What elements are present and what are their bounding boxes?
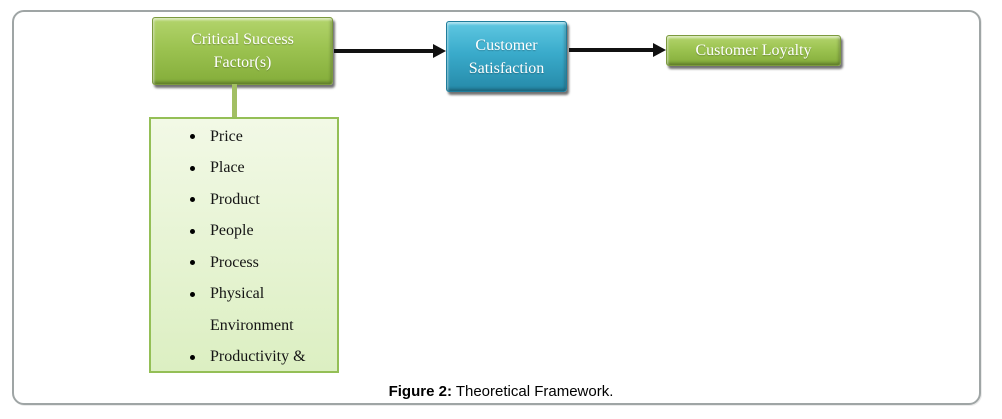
- factor-item: Productivity &: [149, 342, 339, 374]
- factors-list: Price Place Product People Process Physi…: [149, 121, 339, 373]
- customer-loyalty-box: Customer Loyalty: [666, 35, 841, 66]
- bullet-icon: [190, 291, 195, 297]
- factor-item-label: Product: [210, 190, 260, 208]
- factor-item-label: Process: [210, 253, 259, 271]
- factor-item-wrap-line: Environment: [149, 310, 339, 342]
- factor-item-label: Productivity &: [210, 348, 306, 366]
- factor-item: People: [149, 216, 339, 248]
- satisfaction-box-label-line1: Customer: [475, 36, 538, 54]
- csf-box-label-line1: Critical Success: [191, 31, 294, 48]
- factor-item: Process: [149, 247, 339, 279]
- bullet-icon: [190, 134, 195, 140]
- arrow-satisfaction-to-loyalty: [569, 48, 654, 52]
- figure-caption-label: Figure 2:: [388, 383, 452, 400]
- arrow-csf-to-satisfaction: [334, 49, 435, 53]
- factor-item-label: Physical: [210, 285, 265, 303]
- bullet-icon: [190, 228, 195, 234]
- factor-item: Physical: [149, 279, 339, 311]
- arrowhead-icon: [433, 44, 446, 58]
- connector-line: [232, 84, 237, 119]
- factor-item-label: Environment: [210, 316, 294, 334]
- bullet-icon: [190, 260, 195, 266]
- customer-satisfaction-box: Customer Satisfaction: [446, 21, 567, 92]
- bullet-icon: [190, 197, 195, 203]
- critical-success-factors-box: Critical Success Factor(s): [152, 17, 333, 85]
- factor-item: Place: [149, 153, 339, 185]
- figure-caption-text: Theoretical Framework.: [451, 383, 614, 400]
- bullet-icon: [190, 165, 195, 171]
- csf-box-label-line2: Factor(s): [213, 54, 272, 71]
- factors-list-box: [149, 117, 339, 373]
- factor-item: Product: [149, 184, 339, 216]
- figure-caption: Figure 2: Theoretical Framework.: [0, 383, 1002, 400]
- factor-item-label: People: [210, 222, 254, 240]
- bullet-icon: [190, 354, 195, 360]
- loyalty-box-label: Customer Loyalty: [695, 42, 812, 59]
- factor-item-label: Place: [210, 159, 245, 177]
- satisfaction-box-label-line2: Satisfaction: [468, 59, 545, 77]
- factor-item-label: Price: [210, 127, 243, 145]
- factor-item: Price: [149, 121, 339, 153]
- arrowhead-icon: [653, 43, 666, 57]
